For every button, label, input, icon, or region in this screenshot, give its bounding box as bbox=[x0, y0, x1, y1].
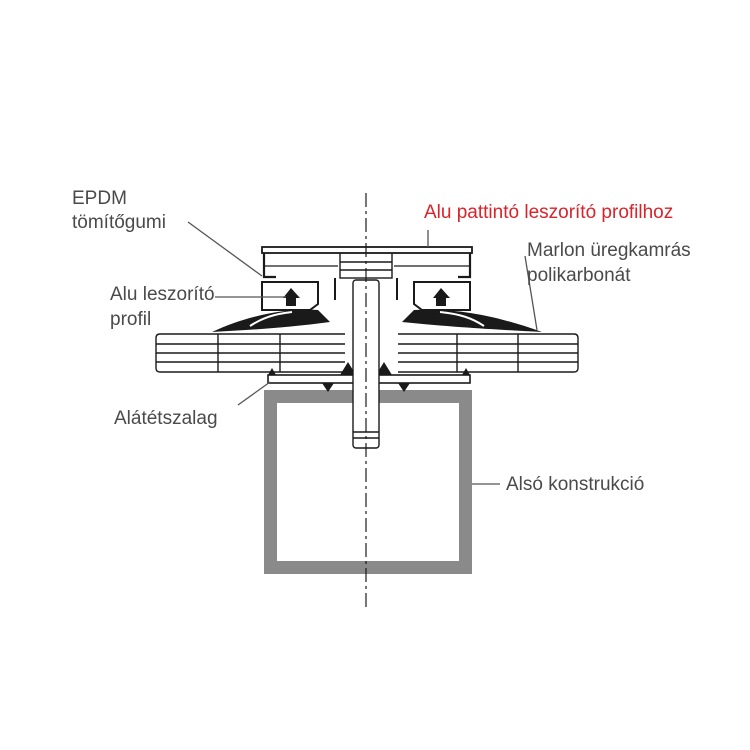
label-alu-profile-line1: Alu leszorító bbox=[110, 284, 215, 305]
leader-lines bbox=[187, 221, 538, 485]
label-top-snap-profile: Alu pattintó leszorító profilhoz bbox=[424, 202, 673, 223]
polycarbonate-panel-right bbox=[398, 333, 579, 373]
top-snap-cap bbox=[261, 246, 473, 300]
label-epdm-line1: EPDM bbox=[72, 188, 127, 209]
label-alu-profile-line2: profil bbox=[110, 309, 151, 330]
alu-clamp-profile-left bbox=[212, 281, 330, 332]
label-underlay-tape: Alátétszalag bbox=[114, 408, 218, 429]
label-marlon-line1: Marlon üregkamrás bbox=[527, 240, 691, 261]
label-lower-construction: Alsó konstrukció bbox=[506, 474, 644, 495]
alu-clamp-profile-right bbox=[402, 281, 542, 332]
label-epdm-line2: tömítőgumi bbox=[72, 212, 166, 233]
polycarbonate-panel-left bbox=[155, 333, 345, 373]
label-marlon-line2: polikarbonát bbox=[527, 265, 631, 286]
